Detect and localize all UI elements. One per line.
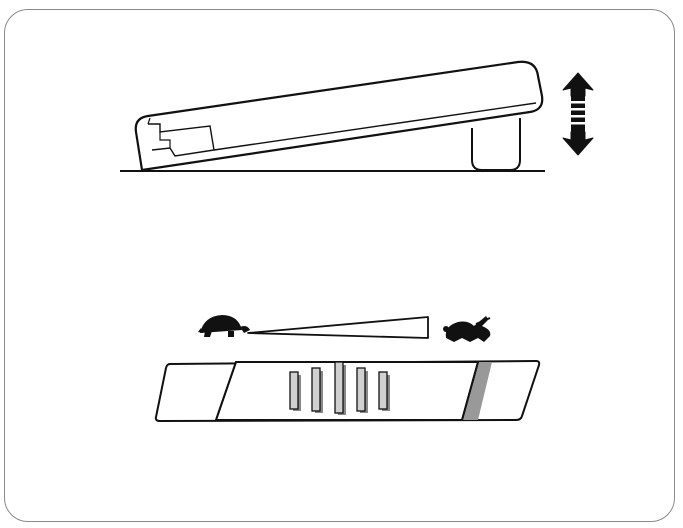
tilt-adjust-arrow-icon (562, 72, 594, 156)
slider-grip-ridges (289, 361, 390, 415)
turtle-icon (198, 315, 250, 337)
speed-wedge (247, 316, 429, 339)
device-body (134, 60, 544, 172)
speed-slider-knob[interactable] (215, 361, 492, 421)
tilt-figure (120, 60, 594, 172)
support-foot (471, 118, 521, 171)
rabbit-icon (443, 316, 491, 342)
speed-figure (154, 315, 541, 422)
